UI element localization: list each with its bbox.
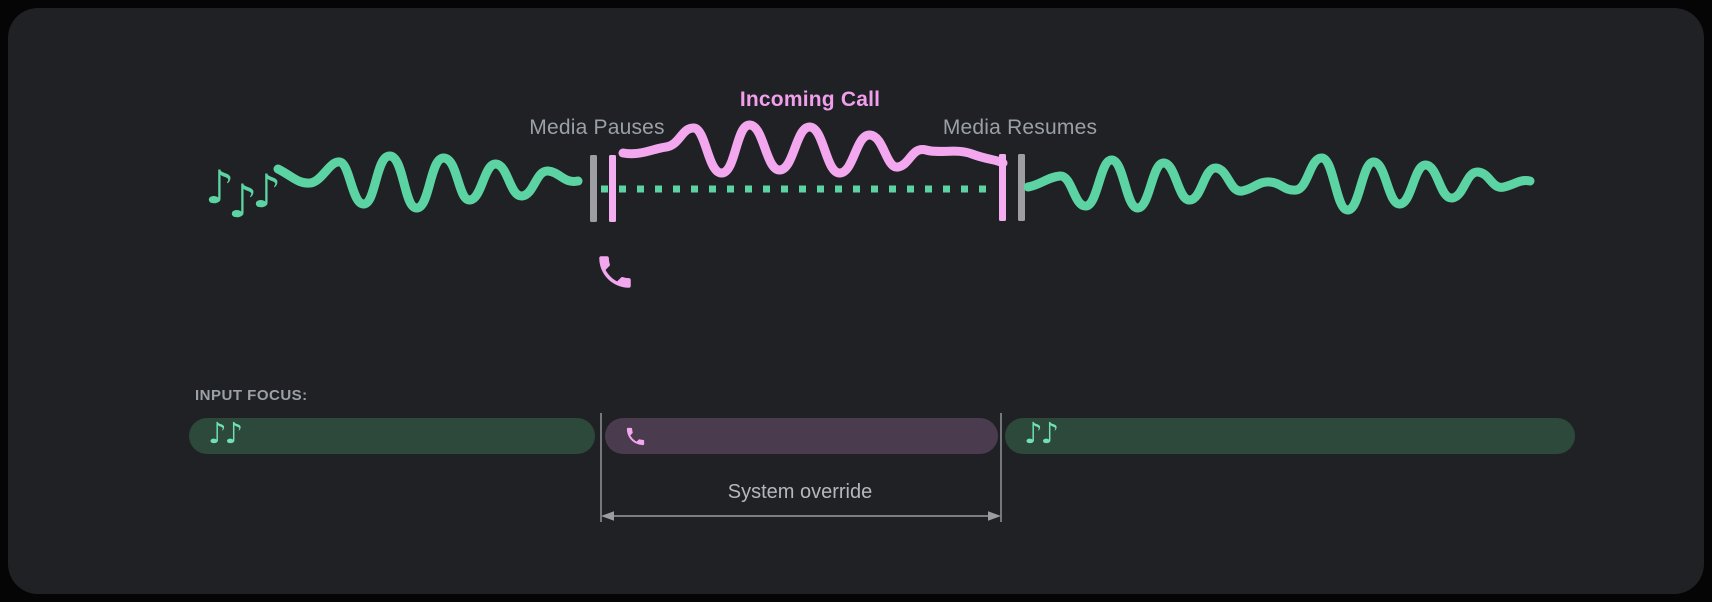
override-boundary-line-left [600, 413, 602, 522]
music-notes-icon: ♪ ♪ ♪ [205, 160, 281, 228]
system-override-label: System override [727, 481, 873, 503]
arrowhead-right [988, 511, 1001, 521]
incoming-call-label: Incoming Call [739, 88, 881, 111]
call-waveform [618, 120, 1008, 178]
media-waveform-after [1023, 153, 1535, 215]
media-waveform-before [273, 151, 583, 213]
pause-marker-pink [609, 155, 616, 222]
input-focus-heading: INPUT FOCUS: [195, 387, 308, 404]
resume-marker-pink [999, 154, 1006, 221]
music-note-glyph: ♪ [205, 160, 234, 214]
diagram-card [8, 8, 1704, 594]
phone-icon [626, 427, 645, 445]
pause-marker-gray [590, 155, 597, 222]
override-boundary-line-right [1000, 413, 1002, 522]
media-resumes-label: Media Resumes [942, 116, 1098, 139]
media-focus-bar-2: ♪♪ [1005, 418, 1575, 454]
media-pauses-label: Media Pauses [529, 116, 665, 139]
music-notes-icon: ♪♪ [1024, 415, 1059, 450]
call-focus-bar [605, 418, 998, 454]
phone-icon [599, 256, 631, 288]
system-override-arrow [601, 511, 1001, 521]
music-note-glyph: ♪ [228, 174, 257, 228]
arrowhead-left [601, 511, 614, 521]
media-focus-bar-1: ♪♪ [189, 418, 595, 454]
resume-marker-gray [1018, 154, 1025, 221]
music-notes-icon: ♪♪ [208, 415, 243, 450]
